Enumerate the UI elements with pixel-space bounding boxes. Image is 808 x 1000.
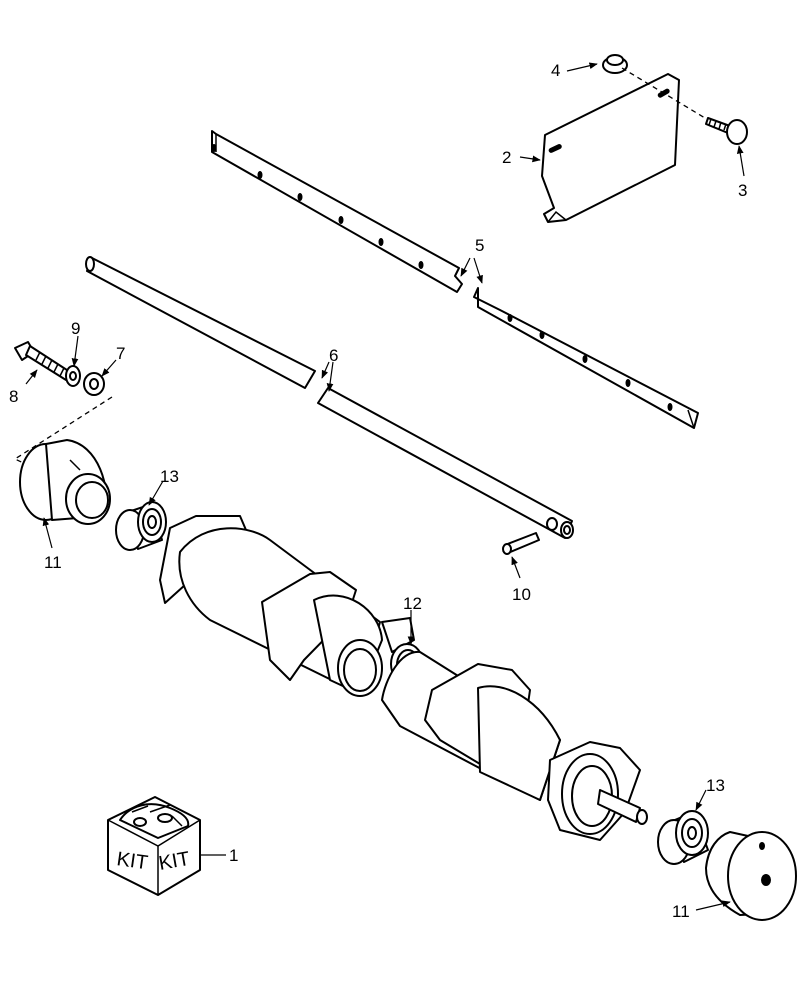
callout-6: 6 xyxy=(329,346,338,365)
callout-8: 8 xyxy=(9,387,18,406)
callout-13-left: 13 xyxy=(160,467,179,486)
lock-washer xyxy=(65,365,81,387)
flange-nut xyxy=(602,54,628,74)
kit-box: KIT KIT xyxy=(107,796,201,896)
callout-leaders xyxy=(25,62,745,911)
nut-bolt-dash-line xyxy=(621,67,706,119)
callout-3: 3 xyxy=(738,181,747,200)
roller-tube-left xyxy=(159,515,415,697)
hex-bolt xyxy=(14,341,71,381)
bolt-dash-line xyxy=(13,396,113,496)
strip-upper xyxy=(211,130,463,293)
shaft-left xyxy=(85,256,316,389)
ball-bearing-right xyxy=(657,810,709,865)
pin xyxy=(502,532,540,555)
flat-washer xyxy=(83,372,105,396)
shaft-hole xyxy=(546,517,558,531)
bearing-housing-right xyxy=(705,831,797,921)
callout-11-right: 11 xyxy=(672,902,690,921)
strip-lower xyxy=(473,287,699,429)
roller-tube-right xyxy=(381,643,648,841)
callout-13-right: 13 xyxy=(706,776,725,795)
callout-4: 4 xyxy=(551,61,560,80)
kit-label-left: KIT xyxy=(115,848,149,874)
mounting-plate xyxy=(541,73,680,223)
callout-10: 10 xyxy=(512,585,531,604)
callout-1: 1 xyxy=(229,846,238,865)
callout-2: 2 xyxy=(502,148,511,167)
bearing-housing-left xyxy=(19,439,111,525)
shaft-right xyxy=(317,387,574,539)
carriage-bolt xyxy=(705,117,748,145)
ball-bearing-left xyxy=(115,501,167,551)
callout-9: 9 xyxy=(71,319,80,338)
callout-5: 5 xyxy=(475,236,484,255)
callout-7: 7 xyxy=(116,344,125,363)
kit-label-right: KIT xyxy=(157,848,191,875)
callout-12: 12 xyxy=(403,594,422,613)
callout-11-left: 11 xyxy=(44,553,62,572)
callout-labels: 4 2 3 5 6 9 7 8 13 11 12 10 13 1 11 xyxy=(9,61,747,921)
